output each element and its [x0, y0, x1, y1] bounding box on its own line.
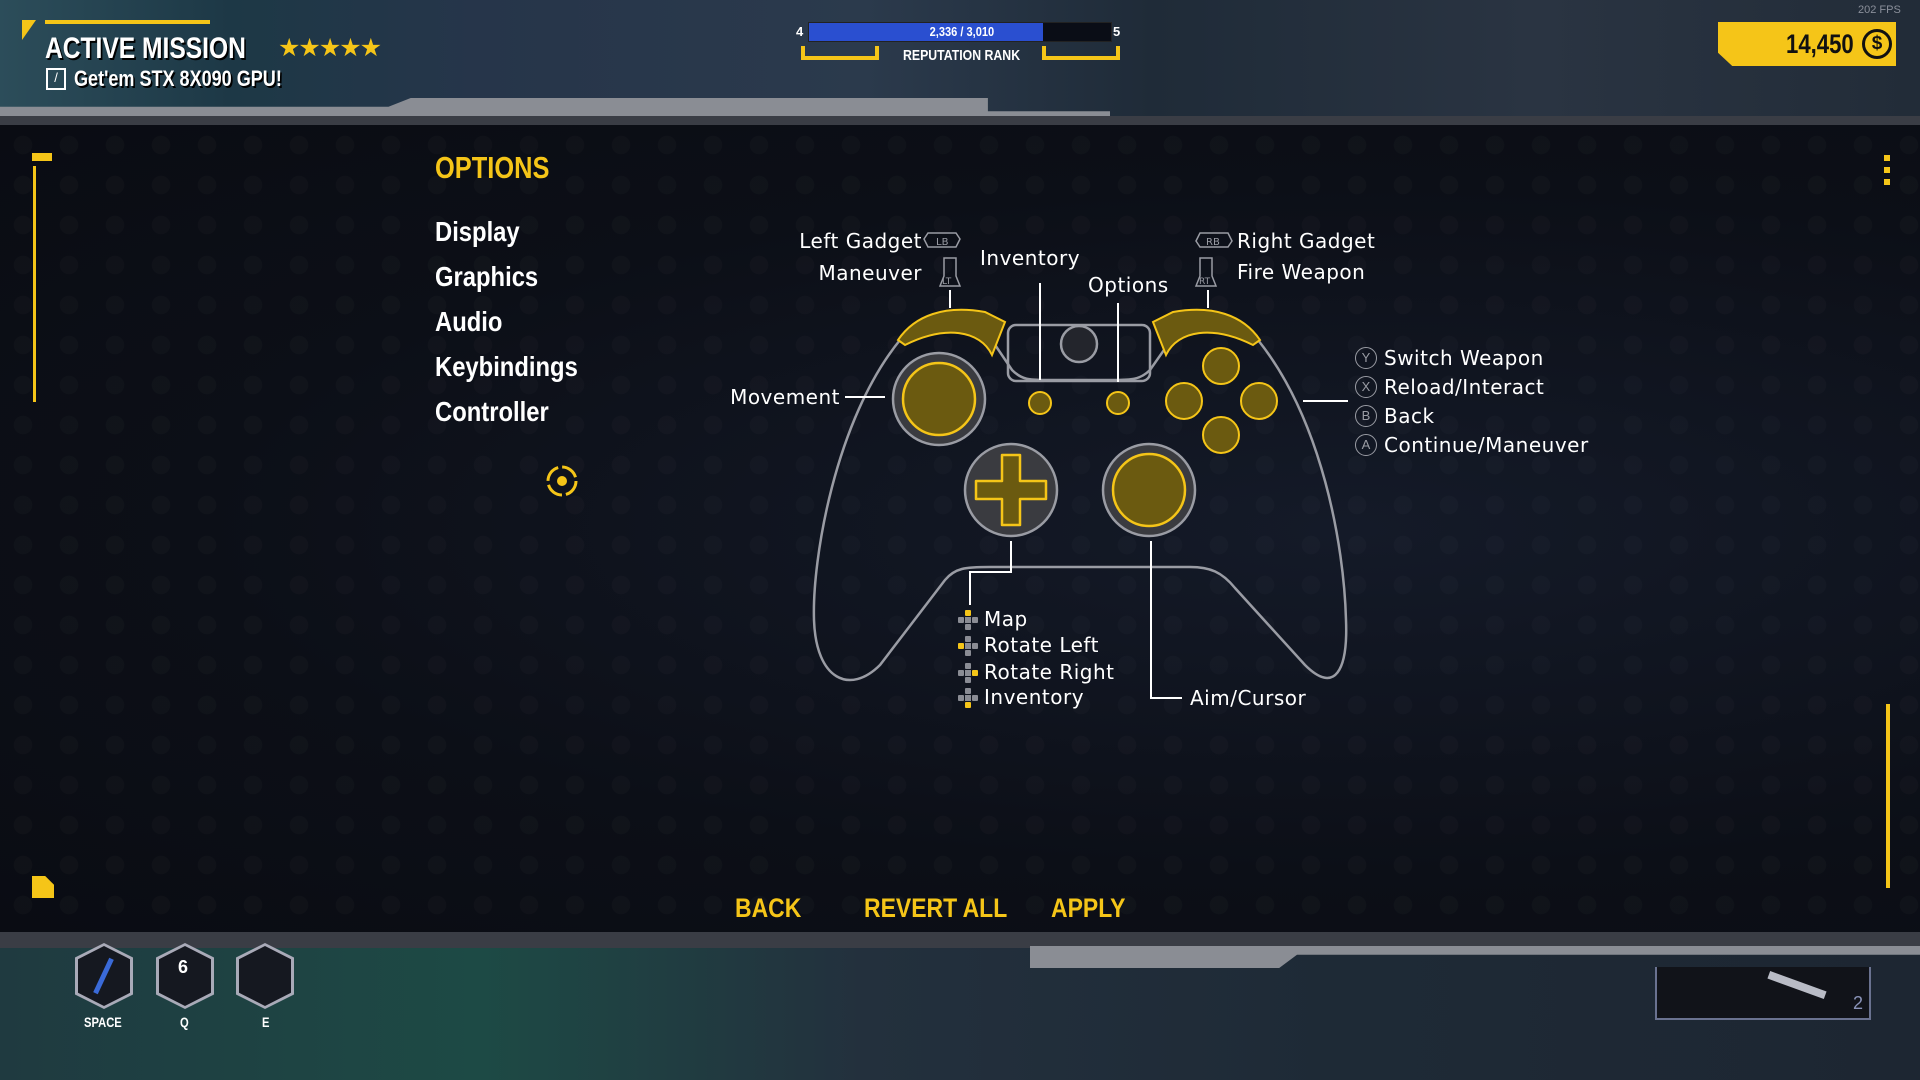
- label-face-b: Back: [1384, 404, 1435, 428]
- controller-body-outline: [812, 318, 1348, 682]
- menu-item-keybindings[interactable]: Keybindings: [435, 351, 578, 382]
- mission-title: ACTIVE MISSION: [45, 32, 246, 65]
- label-fire-weapon: Fire Weapon: [1237, 260, 1366, 284]
- objective-icon: /: [46, 68, 66, 90]
- dpad-up-icon: [958, 610, 978, 630]
- dpad: [963, 442, 1059, 538]
- mission-objective: Get'em STX 8X090 GPU!: [74, 66, 282, 91]
- dpad-left-icon: [958, 636, 978, 656]
- label-dpad-right: Rotate Right: [984, 660, 1115, 684]
- left-stick: [891, 351, 987, 447]
- fps-counter: 202 FPS: [1858, 4, 1901, 16]
- hotbar-key-e: E: [262, 1014, 270, 1030]
- left-bumper: [896, 308, 1007, 358]
- game-scene-bottom: [0, 930, 1920, 1080]
- apply-button[interactable]: APPLY: [1051, 893, 1126, 923]
- options-title: OPTIONS: [435, 150, 550, 185]
- mission-accent-line: [45, 20, 210, 24]
- svg-text:LB: LB: [936, 237, 949, 248]
- aim-leader: [1150, 541, 1182, 699]
- panel-accent-right-bar: [1886, 704, 1890, 888]
- svg-text:RT: RT: [1199, 277, 1211, 287]
- button-a: [1202, 416, 1240, 454]
- hotbar-q-count: 6: [178, 957, 189, 977]
- panel-accent-top-left: [32, 153, 52, 161]
- label-face-x: Reload/Interact: [1384, 375, 1545, 399]
- rt-badge-icon: RT: [1194, 257, 1218, 287]
- revert-all-button[interactable]: REVERT ALL: [864, 893, 1008, 923]
- label-movement: Movement: [730, 385, 840, 409]
- label-options: Options: [1088, 273, 1169, 297]
- face-button-b-icon: B: [1355, 405, 1377, 427]
- controller-selected-icon: [546, 465, 578, 497]
- reputation-label: REPUTATION RANK: [903, 47, 1021, 64]
- right-bumper: [1151, 308, 1262, 358]
- button-y: [1202, 347, 1240, 385]
- panel-accent-left-bar: [33, 166, 36, 402]
- label-dpad-left: Rotate Left: [984, 633, 1099, 657]
- button-x: [1165, 382, 1203, 420]
- hotbar-slot-e[interactable]: [236, 943, 294, 1009]
- hud-frame-bottom-bar: [0, 932, 1920, 948]
- dpad-leader: [969, 541, 1012, 605]
- currency-icon: $: [1862, 29, 1892, 59]
- face-button-y-icon: Y: [1355, 347, 1377, 369]
- reputation-bracket-left: [801, 46, 879, 60]
- reputation-fill: [809, 23, 1044, 41]
- label-aim-cursor: Aim/Cursor: [1190, 686, 1307, 710]
- reputation-bracket-right: [1042, 46, 1120, 60]
- lb-badge-icon: LB: [923, 232, 961, 248]
- reputation-bar: 2,336 / 3,010: [808, 22, 1112, 42]
- menu-item-graphics[interactable]: Graphics: [435, 261, 539, 292]
- svg-text:RB: RB: [1206, 237, 1220, 248]
- label-face-a: Continue/Maneuver: [1384, 433, 1589, 457]
- back-button[interactable]: BACK: [735, 893, 802, 923]
- label-maneuver: Maneuver: [818, 261, 922, 285]
- money-value: 14,450: [1786, 29, 1854, 59]
- options-panel: [0, 125, 1920, 933]
- right-stick: [1101, 442, 1197, 538]
- reputation-level-to: 5: [1113, 24, 1121, 39]
- menu-item-display[interactable]: Display: [435, 216, 520, 247]
- button-b: [1240, 382, 1278, 420]
- face-button-x-icon: X: [1355, 376, 1377, 398]
- label-dpad-up: Map: [984, 607, 1028, 631]
- reputation-level-from: 4: [796, 24, 804, 39]
- guide-button: [1059, 324, 1099, 364]
- label-face-y: Switch Weapon: [1384, 346, 1544, 370]
- label-left-gadget: Left Gadget: [799, 229, 922, 253]
- dpad-down-icon: [958, 688, 978, 708]
- reputation-value: 2,336 / 3,010: [929, 24, 995, 39]
- panel-accent-bottom-left: [32, 876, 54, 898]
- hotbar-key-q: Q: [180, 1014, 189, 1030]
- label-dpad-down: Inventory: [984, 685, 1085, 709]
- hotbar-slot-q[interactable]: 6: [156, 943, 214, 1009]
- weapon-slot: 2: [1655, 967, 1871, 1020]
- view-button: [1028, 391, 1052, 415]
- label-right-gadget: Right Gadget: [1237, 229, 1376, 253]
- knife-icon: [1767, 970, 1827, 1000]
- weapon-count: 2: [1852, 993, 1863, 1013]
- money-box: 14,450 $: [1718, 22, 1896, 66]
- hotbar-slot-space[interactable]: [75, 943, 133, 1009]
- hotbar-key-space: SPACE: [84, 1014, 122, 1030]
- menu-button: [1106, 391, 1130, 415]
- rb-badge-icon: RB: [1195, 232, 1233, 248]
- svg-text:LT: LT: [942, 277, 952, 287]
- label-inventory: Inventory: [980, 246, 1081, 270]
- mission-stars-icon: ★★★★★: [278, 34, 382, 62]
- face-button-a-icon: A: [1355, 434, 1377, 456]
- menu-item-audio[interactable]: Audio: [435, 306, 503, 337]
- lt-badge-icon: LT: [938, 257, 962, 287]
- menu-item-controller[interactable]: Controller: [435, 396, 549, 427]
- panel-accent-top-right: [1884, 155, 1890, 185]
- dpad-right-icon: [958, 663, 978, 683]
